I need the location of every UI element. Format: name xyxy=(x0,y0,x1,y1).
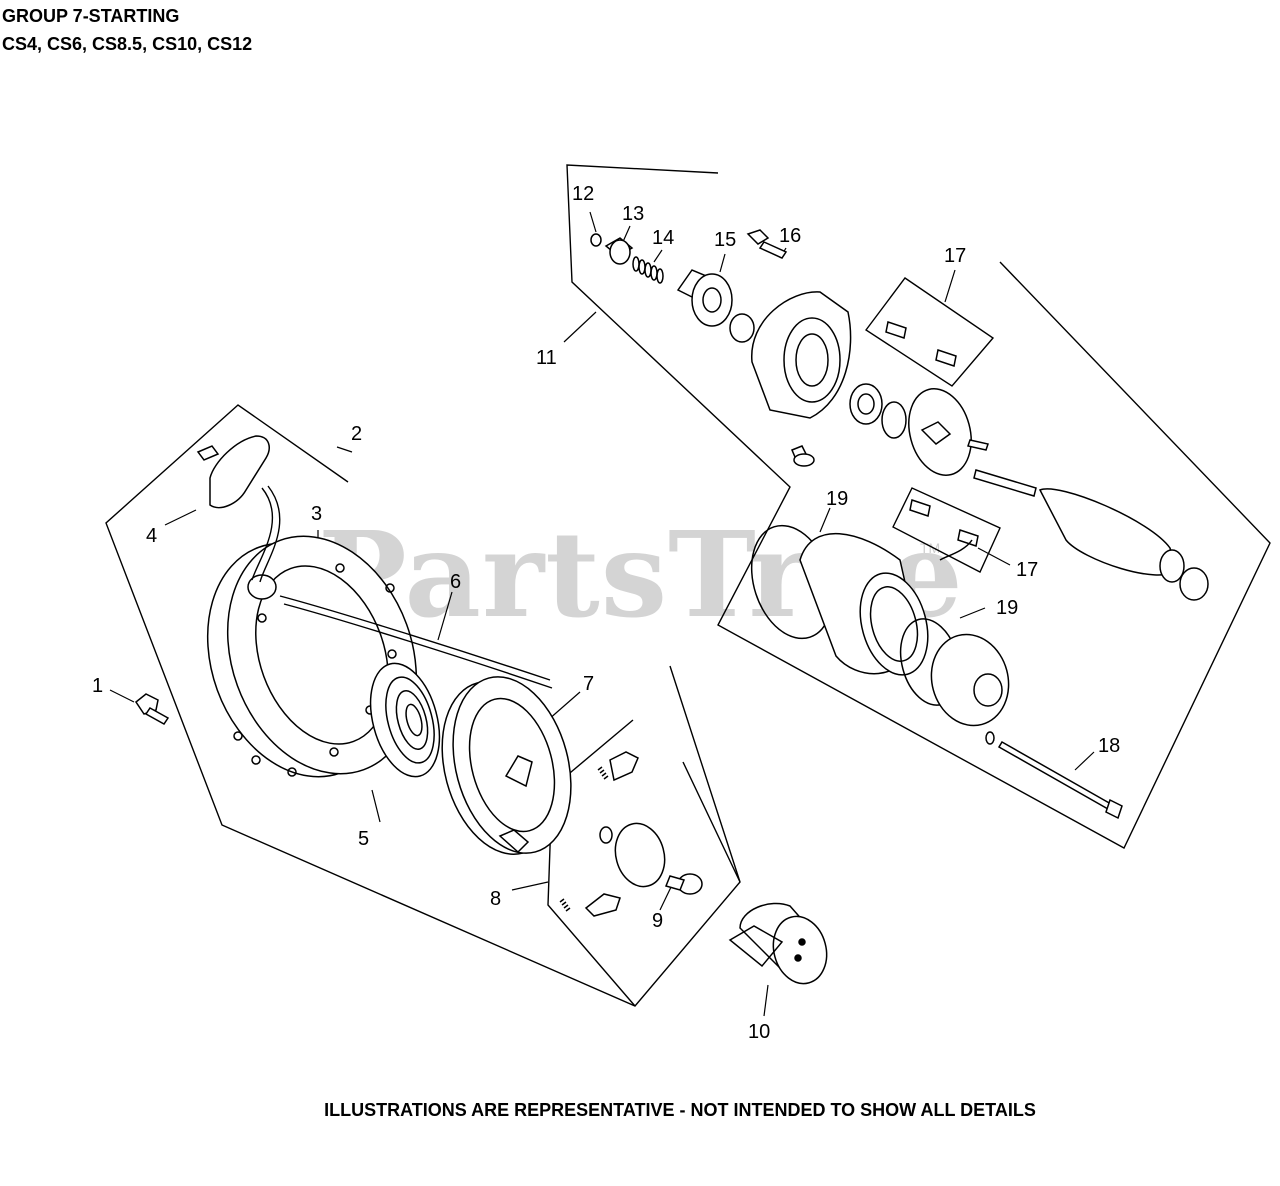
bearing xyxy=(849,383,883,425)
electric-group-outline xyxy=(566,164,1271,849)
callout-19-right: 19 xyxy=(996,597,1018,619)
brush-box-lower xyxy=(892,487,1001,573)
callout-7: 7 xyxy=(583,673,594,695)
ratchet-parts-group-8 xyxy=(559,751,666,917)
callout-6: 6 xyxy=(450,571,461,593)
page-title: GROUP 7-STARTING xyxy=(2,6,180,26)
brush-plate xyxy=(908,388,972,476)
callout-19-left: 19 xyxy=(826,488,848,510)
starter-handle-part-4 xyxy=(196,435,270,509)
callout-14: 14 xyxy=(652,227,674,249)
through-bolt-part-18 xyxy=(997,740,1123,820)
starter-rope-part-6 xyxy=(251,485,553,689)
drive-pinion-part-15 xyxy=(676,269,755,343)
stop-collar-part-13 xyxy=(604,237,634,265)
rope-pulley-part-7 xyxy=(441,676,572,855)
callout-5: 5 xyxy=(358,828,369,850)
end-cap xyxy=(930,633,1010,727)
ratchet-screw-part-9 xyxy=(664,873,703,895)
callout-1: 1 xyxy=(92,675,103,697)
callout-3: 3 xyxy=(311,503,322,525)
callout-18: 18 xyxy=(1098,735,1120,757)
callout-13: 13 xyxy=(622,203,644,225)
callout-9: 9 xyxy=(652,910,663,932)
callout-2: 2 xyxy=(351,423,362,445)
motor-housing xyxy=(799,533,929,676)
drive-end-housing xyxy=(751,291,852,419)
callout-15: 15 xyxy=(714,229,736,251)
callout-10: 10 xyxy=(748,1021,770,1043)
flange-bolt-part-1 xyxy=(134,693,170,725)
disclaimer-note: ILLUSTRATIONS ARE REPRESENTATIVE - NOT I… xyxy=(324,1100,1036,1120)
terminal-stud xyxy=(791,445,815,467)
model-list: CS4, CS6, CS8.5, CS10, CS12 xyxy=(2,34,253,54)
callout-17-top: 17 xyxy=(944,245,966,267)
callout-12: 12 xyxy=(572,183,594,205)
armature xyxy=(973,469,1209,601)
callout-11: 11 xyxy=(536,347,557,369)
thrust-washer xyxy=(881,401,907,439)
starter-cup-part-10 xyxy=(728,902,828,985)
washer-part-12 xyxy=(590,233,602,247)
callout-16: 16 xyxy=(779,225,801,247)
callout-8: 8 xyxy=(490,888,501,910)
starter-housing-part-3 xyxy=(206,535,418,778)
callout-17-lower: 17 xyxy=(1016,559,1038,581)
spring-part-14 xyxy=(632,256,664,284)
callout-4: 4 xyxy=(146,525,157,547)
brush-box-top xyxy=(864,277,995,387)
washer xyxy=(985,731,995,745)
bolt-part-16 xyxy=(746,229,788,259)
recoil-spring-part-5 xyxy=(369,662,441,778)
